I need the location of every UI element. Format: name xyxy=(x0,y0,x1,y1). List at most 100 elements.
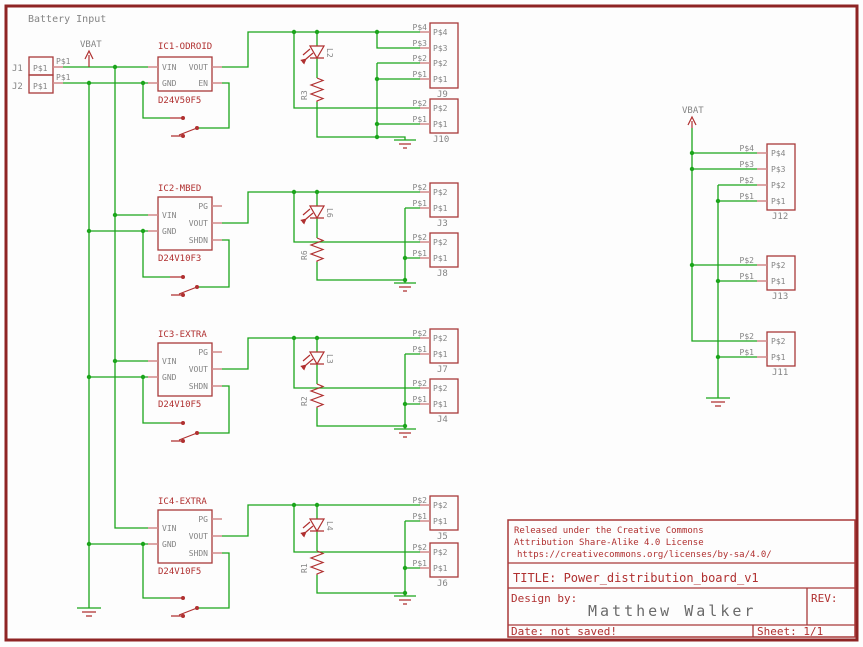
net-label: P$2 xyxy=(740,332,755,341)
ic3-pin-vout: VOUT xyxy=(189,365,208,374)
ic2-pin-vin: VIN xyxy=(162,211,177,220)
pin-label: P$1 xyxy=(433,120,448,129)
resistor-2: R6 xyxy=(300,237,325,262)
led-1: L2 xyxy=(303,45,334,59)
enable-switch-1 xyxy=(170,116,199,138)
ic4-pin-pg: PG xyxy=(198,515,208,524)
ic4-pin-stubs xyxy=(148,518,222,554)
title-block: Released under the Creative Commons Attr… xyxy=(507,519,856,638)
power-rails xyxy=(77,64,148,617)
pin-label: P$1 xyxy=(433,517,448,526)
connector-name: J6 xyxy=(437,579,448,589)
gnd-symbol-2 xyxy=(394,282,416,292)
gnd-symbol-4 xyxy=(394,595,416,605)
resistor-3-name: R2 xyxy=(300,396,309,406)
net-label: P$1 xyxy=(413,395,428,404)
ic1-pin-gnd: GND xyxy=(162,79,177,88)
license-url: https://creativecommons.org/licenses/by-… xyxy=(517,550,772,560)
pin-label: P$1 xyxy=(433,400,448,409)
led-2-name: L6 xyxy=(325,208,334,218)
net-label: P$2 xyxy=(740,176,755,185)
ic4-name: IC4-EXTRA xyxy=(158,497,207,507)
led-3-name: L3 xyxy=(325,354,334,364)
ic2-pin-shdn: SHDN xyxy=(189,236,208,245)
net-label: P$1 xyxy=(413,115,428,124)
ic3-part: D24V10F5 xyxy=(158,400,201,410)
net-label: P$1 xyxy=(740,192,755,201)
regulator-group-1: IC1-ODROID D24V50F5 VIN VOUT GND EN L2 R… xyxy=(140,22,459,149)
ic3-pin-shdn: SHDN xyxy=(189,382,208,391)
pin-label: P$2 xyxy=(433,188,448,197)
gnd-symbol-right xyxy=(706,397,730,407)
rev-label: REV: xyxy=(811,592,838,605)
connector-name: J5 xyxy=(437,532,448,542)
regulator-group-3: IC3-EXTRA D24V10F5 PG VIN VOUT GND SHDN … xyxy=(140,328,459,443)
net-label: P$2 xyxy=(413,329,428,338)
pin-label: P$2 xyxy=(433,59,448,68)
net-label: P$4 xyxy=(740,144,755,153)
group2-wires xyxy=(142,191,420,288)
group4-wires xyxy=(142,504,420,609)
ic1-part: D24V50F5 xyxy=(158,96,201,106)
ic4-pin-gnd: GND xyxy=(162,540,177,549)
input-section: Battery Input J1 J2 P$1 P$1 P$1 P$1 VBAT xyxy=(12,14,148,94)
sheet-border xyxy=(4,4,859,642)
pin-label: P$2 xyxy=(771,261,786,270)
group3-wires xyxy=(142,337,420,434)
resistor-1: R3 xyxy=(300,77,325,102)
j2-pin: P$1 xyxy=(33,82,48,91)
net-label: P$2 xyxy=(413,496,428,505)
net-label: P$2 xyxy=(413,99,428,108)
connector-j7: P$2 P$1 P$2 P$1 J7 xyxy=(413,328,459,375)
pin-label: P$2 xyxy=(433,384,448,393)
pin-label: P$1 xyxy=(771,197,786,206)
title-block-dividers xyxy=(508,562,855,637)
ic2-name: IC2-MBED xyxy=(158,184,201,194)
connector-name: J3 xyxy=(437,219,448,229)
pin-label: P$1 xyxy=(771,277,786,286)
resistor-4-name: R1 xyxy=(300,563,309,573)
led-emission-arrows xyxy=(303,48,314,59)
connector-name: J11 xyxy=(772,368,788,378)
connector-name: J12 xyxy=(772,212,788,222)
connector-name: J10 xyxy=(433,135,449,145)
net-label: P$2 xyxy=(413,183,428,192)
vbat-label-right: VBAT xyxy=(682,106,704,116)
led-4-name: L4 xyxy=(325,521,334,531)
vbat-distribution: VBAT P$4 P$3 P$2 P$1 P$4 P$3 P$2 P$1 J12… xyxy=(682,106,796,407)
j1-pin: P$1 xyxy=(33,64,48,73)
connector-j4: P$2 P$1 P$2 P$1 J4 xyxy=(413,378,459,425)
net-label: P$3 xyxy=(413,39,428,48)
ic1-pin-vin: VIN xyxy=(162,63,177,72)
j1-net-label: P$1 xyxy=(56,57,71,66)
vbat-rail xyxy=(114,67,148,529)
connector-name: J9 xyxy=(437,90,448,100)
pin-label: P$2 xyxy=(771,181,786,190)
ic3-pin-gnd: GND xyxy=(162,373,177,382)
ic2-pin-stubs xyxy=(148,205,222,241)
pin-label: P$4 xyxy=(771,149,786,158)
connector-name: J13 xyxy=(772,292,788,302)
connector-name: J7 xyxy=(437,365,448,375)
vbat-label-left: VBAT xyxy=(80,40,102,50)
led-emission-arrows xyxy=(303,354,314,365)
pin-label: P$4 xyxy=(433,28,448,37)
ic1-pin-stubs xyxy=(148,66,222,84)
connector-j12: P$4 P$3 P$2 P$1 P$4 P$3 P$2 P$1 J12 xyxy=(740,143,796,222)
pin-label: P$1 xyxy=(771,353,786,362)
ic1-name: IC1-ODROID xyxy=(158,42,212,52)
license-line-2: Attribution Share-Alike 4.0 License xyxy=(514,538,704,548)
enable-switch-4 xyxy=(170,596,199,618)
resistor-3: R2 xyxy=(300,383,325,408)
pin-label: P$1 xyxy=(433,75,448,84)
regulator-group-4: IC4-EXTRA D24V10F5 PG VIN VOUT GND SHDN … xyxy=(140,495,459,618)
pin-label: P$2 xyxy=(433,548,448,557)
enable-switch-3 xyxy=(170,421,199,443)
group1-wires xyxy=(142,31,420,140)
led-2: L6 xyxy=(303,205,334,219)
resistor-2-name: R6 xyxy=(300,250,309,260)
net-label: P$2 xyxy=(740,256,755,265)
input-wires xyxy=(63,66,148,84)
net-label: P$2 xyxy=(413,54,428,63)
